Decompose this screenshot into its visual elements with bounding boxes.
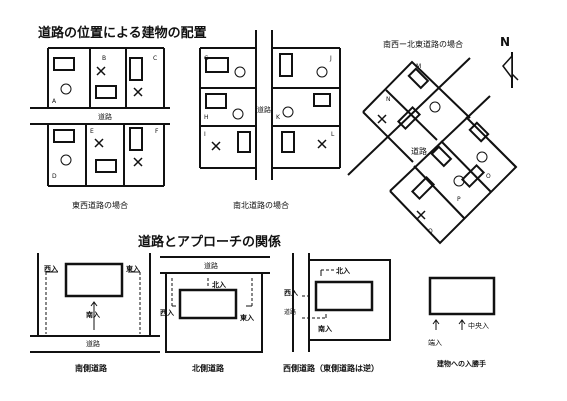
title-approach: 道路とアプローチの関係: [138, 234, 281, 250]
label-north-east-entry: 東入: [240, 313, 254, 322]
east-west-case: [30, 47, 170, 187]
road-label-ns: 道路: [257, 105, 271, 114]
label-center-entry: 中央入: [468, 321, 489, 330]
caption-south-road: 南側道路: [75, 363, 108, 373]
label-south-east-entry: 東入: [126, 264, 140, 273]
approach-south-road: [30, 253, 160, 353]
caption-north-road: 北側道路: [192, 363, 225, 373]
label-north-north-entry: 北入: [212, 280, 226, 289]
lot-letter-e: E: [90, 128, 94, 135]
lot-letter-i: I: [204, 131, 206, 138]
label-west-south-entry: 南入: [318, 324, 332, 333]
lot-letter-c: C: [153, 55, 157, 62]
north-south-case: [199, 30, 341, 180]
lot-letter-j: J: [329, 55, 332, 62]
lot-letter-k: K: [276, 114, 281, 121]
lot-letter-q: Q: [428, 228, 433, 235]
road-label-south: 道路: [86, 339, 100, 348]
caption-east-west: 東西道路の場合: [72, 200, 128, 210]
lot-letter-l: L: [331, 131, 335, 138]
caption-sw-ne: 南西ー北東道路の場合: [383, 39, 463, 49]
caption-building-entry: 建物への入勝手: [437, 359, 486, 368]
label-west-west-entry: 西入: [284, 289, 298, 297]
label-north-west-entry: 西入: [160, 309, 174, 317]
caption-north-south: 南北道路の場合: [233, 200, 289, 210]
lot-letter-d: D: [52, 173, 57, 180]
lot-letter-n: N: [386, 96, 391, 103]
approach-north-road: [160, 256, 270, 353]
approach-west-road: [292, 253, 391, 352]
sw-ne-case: [347, 57, 518, 245]
road-label-west: 道路: [284, 308, 296, 316]
road-label-diag: 道路: [411, 146, 427, 156]
building-entry-diagram: [428, 276, 496, 330]
caption-west-road: 西側道路（東側道路は逆）: [283, 363, 379, 373]
lot-letter-f: F: [155, 128, 159, 135]
lot-letter-b: B: [102, 55, 106, 62]
north-arrow-icon: [502, 52, 519, 88]
road-label-ew: 道路: [98, 112, 112, 121]
label-south-west-entry: 西入: [44, 265, 58, 273]
compass-label: N: [500, 35, 510, 49]
road-label-north: 道路: [204, 261, 218, 270]
lot-letter-g: G: [204, 55, 209, 62]
lot-letter-p: P: [457, 196, 461, 203]
lot-letter-h: H: [204, 114, 209, 121]
label-west-north-entry: 北入: [336, 266, 350, 275]
lot-letter-o: O: [486, 173, 491, 180]
title-placement: 道路の位置による建物の配置: [38, 25, 207, 41]
lot-letter-m: M: [416, 63, 421, 70]
label-south-south-entry: 南入: [86, 310, 100, 319]
lot-letter-a: A: [52, 98, 57, 105]
label-end-entry: 端入: [428, 338, 442, 347]
